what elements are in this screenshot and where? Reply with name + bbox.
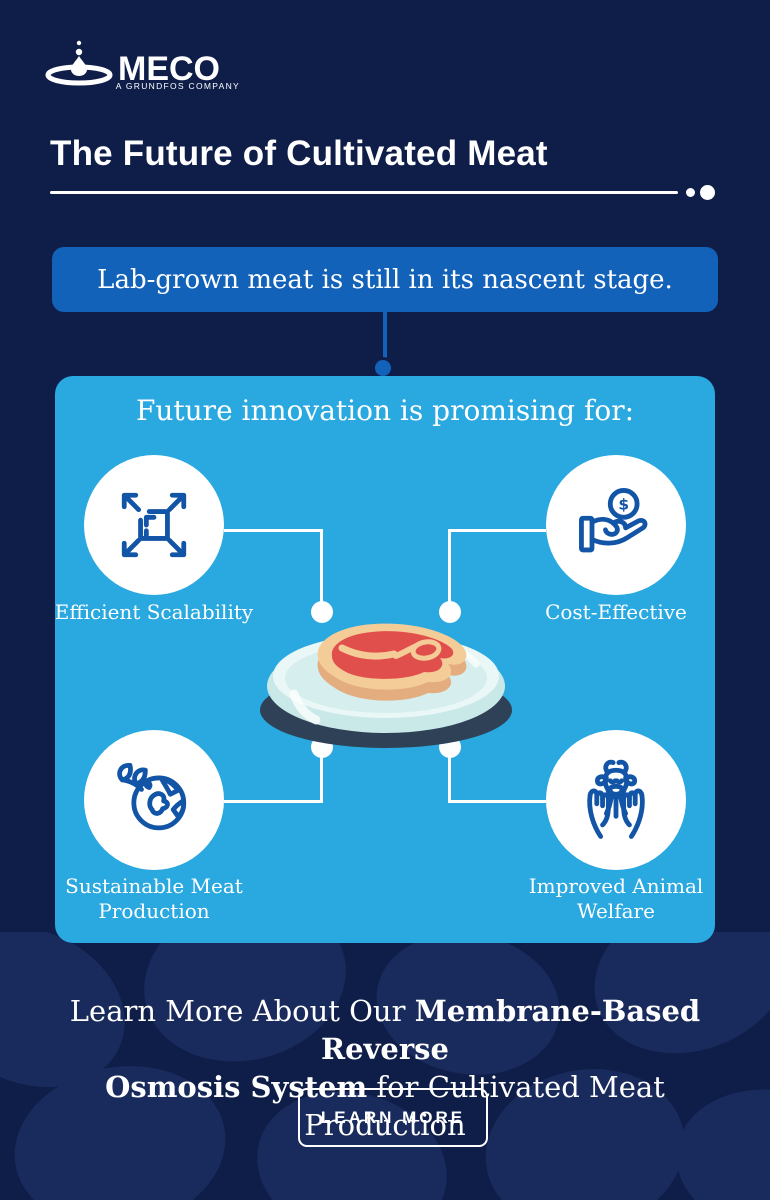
organic-cell-pattern <box>0 932 770 1200</box>
title-underline <box>50 191 678 194</box>
footer-text-normal-2: for Cultivated Meat Production <box>304 1070 665 1142</box>
intro-banner: Lab-grown meat is still in its nascent s… <box>52 247 718 312</box>
feature-circle-efficient-scalability <box>84 455 224 595</box>
droplet-dot-large <box>75 48 83 56</box>
droplet-dot-small <box>76 40 82 46</box>
feature-circle-sustainable-meat-production <box>84 730 224 870</box>
feature-circle-improved-animal-welfare <box>546 730 686 870</box>
feature-label-sustainable-meat-production: Sustainable Meat Production <box>65 874 243 923</box>
ripple-icon <box>45 64 113 86</box>
hand-dollar-coin-icon: $ <box>579 488 648 553</box>
brand-tagline: A GRUNDFOS COMPANY <box>116 81 240 91</box>
panel-title: Future innovation is promising for: <box>135 394 635 427</box>
accent-dot-small <box>686 188 695 197</box>
connector-dot-top-right <box>439 601 461 623</box>
expand-arrows-icon <box>121 492 187 558</box>
dollar-symbol: $ <box>618 496 629 514</box>
connector-line-top-right-h <box>448 529 546 532</box>
footer-text-normal-1: Learn More About Our <box>69 994 415 1028</box>
connector-line-bottom-right-v <box>448 747 451 803</box>
globe-leaf-icon <box>117 763 187 831</box>
feature-circle-cost-effective: $ <box>546 455 686 595</box>
intro-banner-text: Lab-grown meat is still in its nascent s… <box>97 264 673 295</box>
accent-dot-large <box>700 185 715 200</box>
feature-label-efficient-scalability: Efficient Scalability <box>54 600 254 624</box>
hands-holding-cow-icon <box>587 759 645 839</box>
feature-label-cost-effective: Cost-Effective <box>545 600 687 624</box>
meco-logo: MECO A GRUNDFOS COMPANY <box>45 40 240 91</box>
learn-more-button[interactable]: LEARN MORE <box>298 1088 488 1147</box>
connector-line-top-right-v <box>448 529 451 603</box>
connector-line-bottom-right-h <box>448 800 546 803</box>
petri-dish-steak-illustration <box>260 623 512 748</box>
brand-name: MECO <box>118 50 220 88</box>
connector-stem <box>383 311 387 359</box>
learn-more-button-label: LEARN MORE <box>320 1107 466 1127</box>
connector-line-bottom-left-v <box>320 747 323 803</box>
connector-dot-top-left <box>311 601 333 623</box>
footer-text-bold-1: Membrane-Based Reverse <box>321 994 701 1066</box>
connector-line-bottom-left-h <box>224 800 322 803</box>
page-title: The Future of Cultivated Meat <box>50 134 548 173</box>
feature-label-improved-animal-welfare: Improved Animal Welfare <box>528 874 704 923</box>
connector-line-top-left-h <box>224 529 322 532</box>
footer-text-bold-2: Osmosis System <box>105 1070 368 1104</box>
footer-cta-text: Learn More About Our Membrane-Based Reve… <box>35 992 735 1144</box>
connector-line-top-left-v <box>320 529 323 603</box>
